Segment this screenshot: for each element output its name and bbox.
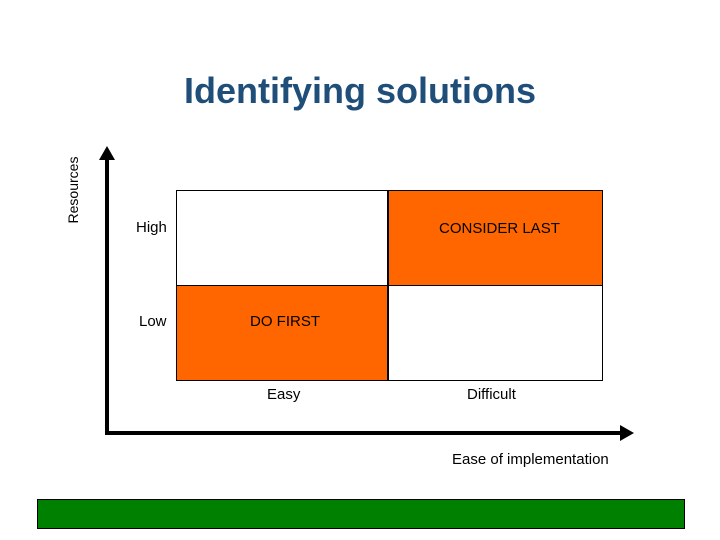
quadrant-high-easy [176,190,388,286]
quadrant-low-easy: DO FIRST [176,285,388,381]
column-label-difficult: Difficult [467,386,516,403]
y-axis-arrowhead [99,146,115,160]
quadrant-high-difficult: CONSIDER LAST [388,190,603,286]
slide-title: Identifying solutions [184,70,536,111]
row-label-low: Low [139,313,167,330]
consider-last-label: CONSIDER LAST [439,220,560,237]
quadrant-low-difficult [388,285,603,381]
x-axis-arrowhead [620,425,634,441]
footer-bar [37,499,685,529]
x-axis-label: Ease of implementation [452,451,609,468]
row-label-high: High [136,219,167,236]
do-first-label: DO FIRST [250,313,320,330]
column-label-easy: Easy [267,386,301,403]
